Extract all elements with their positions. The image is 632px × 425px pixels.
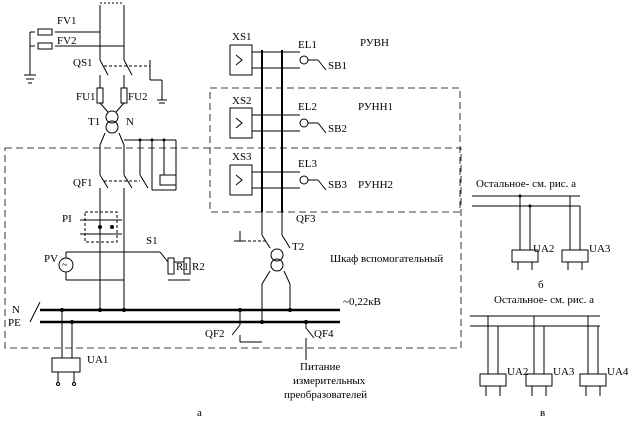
label-pe-bus: PE: [8, 317, 21, 329]
label-ruvn: РУВН: [360, 37, 389, 49]
transformer-t1-secondary: [105, 120, 119, 134]
transducer-ua3-b: [561, 249, 589, 263]
resistor-r2: [183, 257, 191, 275]
label-el2: EL2: [298, 101, 317, 113]
meter-pi: [84, 211, 118, 243]
label-power-2: измерительных: [293, 375, 366, 387]
label-el3: EL3: [298, 158, 317, 170]
lamp-el1: [299, 55, 309, 65]
label-voltage: ~0,22кВ: [343, 296, 381, 308]
fuse-fu1: [96, 87, 104, 104]
label-r2: R2: [192, 261, 205, 273]
transducer-ua2-b: [511, 249, 539, 263]
runn-border: [209, 87, 461, 213]
label-qf3: QF3: [296, 213, 316, 225]
label-qf4: QF4: [314, 328, 334, 340]
panel-label-a: а: [197, 407, 202, 419]
label-power-1: Питание: [300, 361, 340, 373]
auxiliary-cabinet-border: [4, 147, 462, 349]
cabinet-contents: QF1 PI ~ PV S1 R1 R2: [8, 160, 381, 386]
hv-input-section: FV1 FV2 QS1 FU1 FU2 T1 N: [24, 2, 177, 160]
label-qs1: QS1: [73, 57, 93, 69]
transducer-ua1: [51, 357, 81, 373]
label-fu2: FU2: [128, 91, 148, 103]
fuse-fu2: [120, 87, 128, 104]
relay-coil: [159, 174, 177, 186]
label-sb1: SB1: [328, 60, 347, 72]
panel-v: Остальное- см. рис. а UA2 UA3 UA4 в: [470, 294, 629, 419]
label-qf1: QF1: [73, 177, 93, 189]
label-pi: PI: [62, 213, 72, 225]
label-el1: EL1: [298, 39, 317, 51]
panel-label-b: б: [538, 279, 544, 291]
label-runn2: РУНН2: [358, 179, 393, 191]
label-ua3-v: UA3: [553, 366, 575, 378]
label-xs1: XS1: [232, 31, 252, 43]
label-ua3-b: UA3: [589, 243, 611, 255]
label-ua2-b: UA2: [533, 243, 554, 255]
transformer-t1-primary: [105, 110, 119, 124]
panel-b: Остальное- см. рис. а UA2 UA3 б: [472, 178, 611, 291]
label-sb3: SB3: [328, 179, 347, 191]
transducer-ua3-v: [525, 373, 553, 387]
resistor-r1: [167, 257, 175, 275]
label-pv: PV: [44, 253, 58, 265]
panel-label-v: в: [540, 407, 545, 419]
label-fv2: FV2: [57, 35, 77, 47]
lamp-el2: [299, 118, 309, 128]
label-r1: R1: [176, 261, 189, 273]
transformer-t2-secondary: [270, 258, 284, 272]
label-power-3: преобразователей: [284, 389, 367, 401]
socket-xs3: [229, 164, 253, 196]
label-xs2: XS2: [232, 95, 252, 107]
label-t2: T2: [292, 241, 304, 253]
label-cabinet: Шкаф вспомогательный: [330, 253, 443, 265]
label-s1: S1: [146, 235, 158, 247]
arrester-fv1: [37, 28, 53, 36]
lamp-el3: [299, 175, 309, 185]
label-runn1: РУНН1: [358, 101, 393, 113]
transducer-ua4-v: [579, 373, 607, 387]
svg-text:~: ~: [62, 260, 68, 271]
label-n-top: N: [126, 116, 134, 128]
label-rest-b: Остальное- см. рис. а: [476, 178, 576, 190]
label-rest-v: Остальное- см. рис. а: [494, 294, 594, 306]
label-ua1: UA1: [87, 354, 108, 366]
label-t1: T1: [88, 116, 100, 128]
runn2-section: XS3 EL3 SB3 РУНН2: [229, 151, 393, 196]
socket-xs2: [229, 107, 253, 139]
label-ua4-v: UA4: [607, 366, 629, 378]
arrester-fv2: [37, 42, 53, 50]
socket-xs1: [229, 44, 253, 76]
label-n-bus: N: [12, 304, 20, 316]
label-sb2: SB2: [328, 123, 347, 135]
transformer-t2-primary: [270, 248, 284, 262]
ruvn-section: XS1 EL1 SB1 РУВН: [229, 31, 389, 76]
label-fv1: FV1: [57, 15, 77, 27]
label-fu1: FU1: [76, 91, 96, 103]
runn1-section: XS2 EL2 SB2 РУНН1: [229, 95, 393, 139]
label-ua2-v: UA2: [507, 366, 528, 378]
label-qf2: QF2: [205, 328, 225, 340]
transducer-ua2-v: [479, 373, 507, 387]
label-xs3: XS3: [232, 151, 252, 163]
